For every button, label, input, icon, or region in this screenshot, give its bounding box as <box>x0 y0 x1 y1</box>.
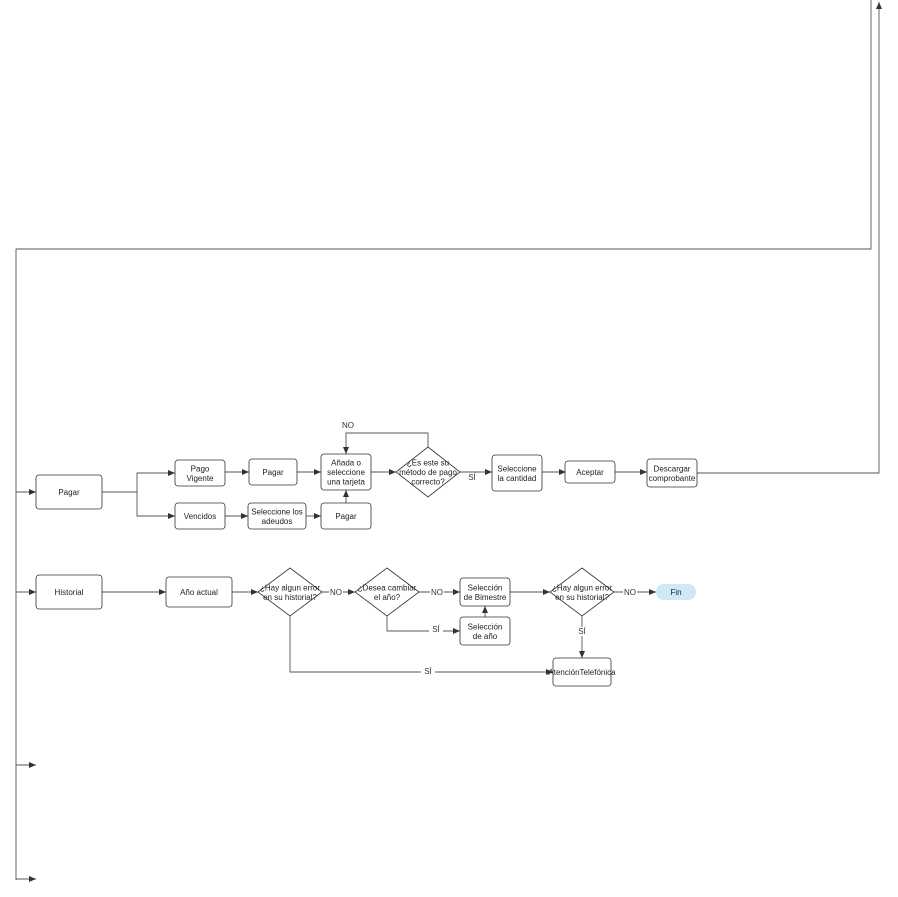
node-text: Pagar <box>58 488 80 497</box>
edge-metodo-no <box>343 432 429 454</box>
edge-label-bg <box>430 588 444 597</box>
node-text: Pago <box>191 464 210 473</box>
node-text: Selección <box>468 583 503 592</box>
edge-label-no-2: NO <box>431 588 443 597</box>
edge-error1-atencion <box>289 616 553 675</box>
edge-label-bg <box>575 627 589 636</box>
node-text: Pagar <box>335 512 357 521</box>
node-text: Añada o <box>331 459 361 468</box>
edge-label-bg <box>623 588 637 597</box>
edge-label-si-error2: SÍ <box>578 627 586 636</box>
node-text: de Bimestre <box>464 593 507 602</box>
node-text: el año? <box>374 593 401 602</box>
edge-label-bg <box>465 473 479 482</box>
edge-label-no-1: NO <box>330 588 342 597</box>
node-text: comprobante <box>649 474 696 483</box>
node-aceptar: Aceptar <box>564 460 616 484</box>
node-text: método de pago <box>399 468 457 477</box>
node-text: ¿Es este su <box>407 459 449 468</box>
edge-label-no-3: NO <box>624 588 636 597</box>
node-text: seleccione <box>327 468 365 477</box>
edge-label-bg <box>421 667 435 676</box>
node-text: de año <box>473 632 498 641</box>
node-text: Selección <box>468 622 503 631</box>
edge-label-si-error1: SÍ <box>424 667 432 676</box>
edge-labels: NO SÍ NO NO SÍ NO SÍ SÍ <box>329 421 637 676</box>
node-text: Vencidos <box>184 512 216 521</box>
node-text: ¿Hay algun error <box>552 583 612 592</box>
node-text: Año actual <box>180 588 218 597</box>
node-vencidos: Vencidos <box>174 502 226 530</box>
edge-label-bg <box>341 421 355 430</box>
node-text: Fin <box>670 588 681 597</box>
node-text: la cantidad <box>498 474 537 483</box>
edge-cambiar-si <box>386 616 460 634</box>
node-text: Pagar <box>262 468 284 477</box>
node-text: Seleccione <box>497 464 537 473</box>
node-pagar-root: Pagar <box>35 474 103 510</box>
node-text: una tarjeta <box>327 478 365 487</box>
node-pagar-2: Pagar <box>320 502 372 530</box>
edge-label-si-metodo: SÍ <box>468 473 476 482</box>
node-text: correcto? <box>411 478 445 487</box>
node-text: adeudos <box>262 517 293 526</box>
nodes: PagarPagoVigenteVencidosPagarSeleccione … <box>35 446 698 687</box>
node-text: Historial <box>55 588 84 597</box>
node-text: en su historial? <box>555 593 609 602</box>
edge-pagar-vencidos <box>102 491 175 519</box>
node-text: Vigente <box>187 474 215 483</box>
node-historial: Historial <box>35 574 103 610</box>
edge-label-bg <box>329 588 343 597</box>
node-text: AtenciónTelefónica <box>548 668 616 677</box>
edge-pagar-vigente <box>102 470 175 493</box>
node-pagar-1: Pagar <box>248 458 298 486</box>
node-text: ¿Desea cambiar <box>358 583 417 592</box>
edge-label-bg <box>429 625 443 634</box>
edge-spine <box>15 0 872 880</box>
node-anio-actual: Año actual <box>165 576 233 608</box>
node-text: Aceptar <box>576 468 604 477</box>
node-text: Descargar <box>654 464 691 473</box>
edge-label-no-loop: NO <box>342 421 354 430</box>
node-fin: Fin <box>656 584 696 600</box>
node-text: Seleccione los <box>251 507 303 516</box>
node-text: en su historial? <box>263 593 317 602</box>
node-text: ¿Hay algun error <box>260 583 320 592</box>
edge-label-si-cambiar: SÍ <box>432 625 440 634</box>
connectors <box>15 0 882 882</box>
edge-descargar-loop <box>697 2 882 474</box>
node-atencion: AtenciónTelefónica <box>548 657 616 687</box>
